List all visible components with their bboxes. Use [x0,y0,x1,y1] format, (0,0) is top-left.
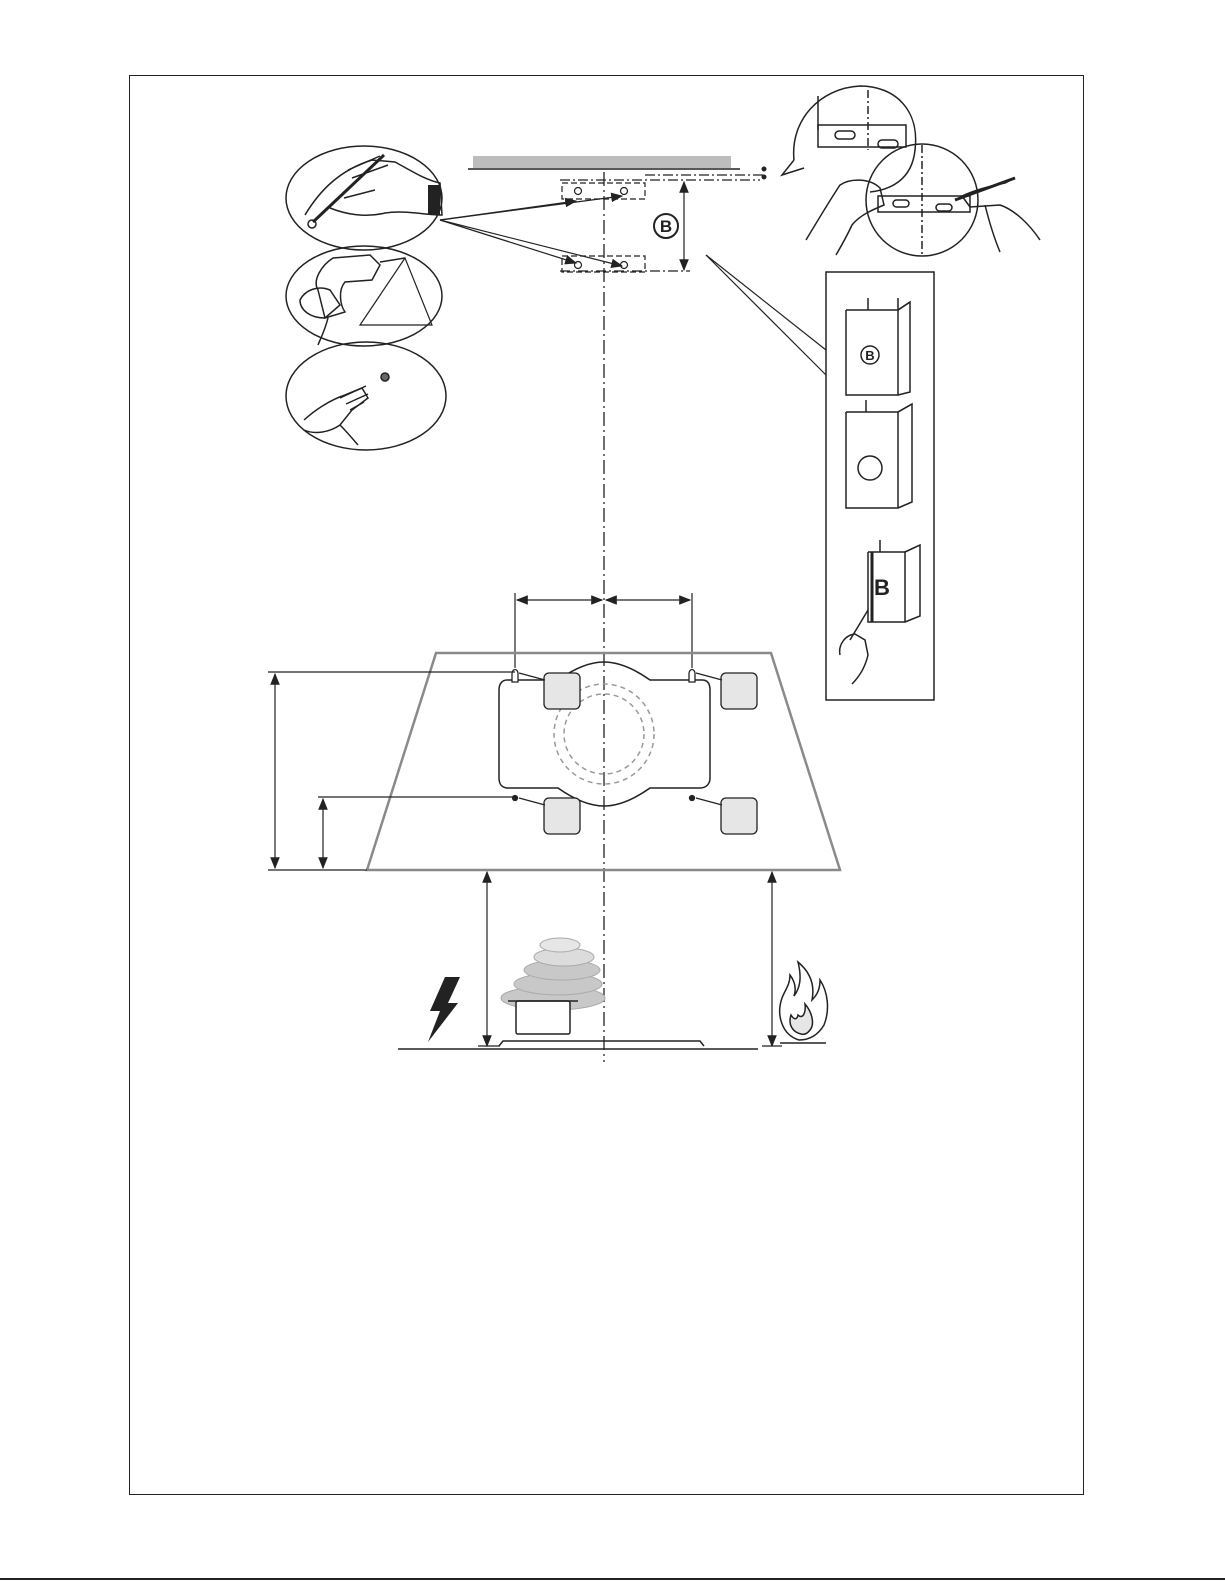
bracket-b-label: B [660,217,672,236]
callout-lines [706,255,826,375]
pot-icon [508,1001,578,1034]
wall-plug-icon [286,342,446,450]
chimney-bottom-label: B [874,575,890,600]
hob-worktop [398,1041,826,1049]
screwdriver-hand-icon [782,86,1040,256]
mounting-pads [512,670,757,835]
drill-icon [286,246,442,346]
height-dimensions [268,672,515,870]
lightning-icon [428,977,460,1042]
ceiling [468,156,740,169]
chimney-panel [826,272,934,700]
pencil-hand-icon [286,146,442,250]
steam-cloud [501,938,605,1010]
flame-icon [780,962,828,1040]
chimney-top-label: B [865,348,874,363]
